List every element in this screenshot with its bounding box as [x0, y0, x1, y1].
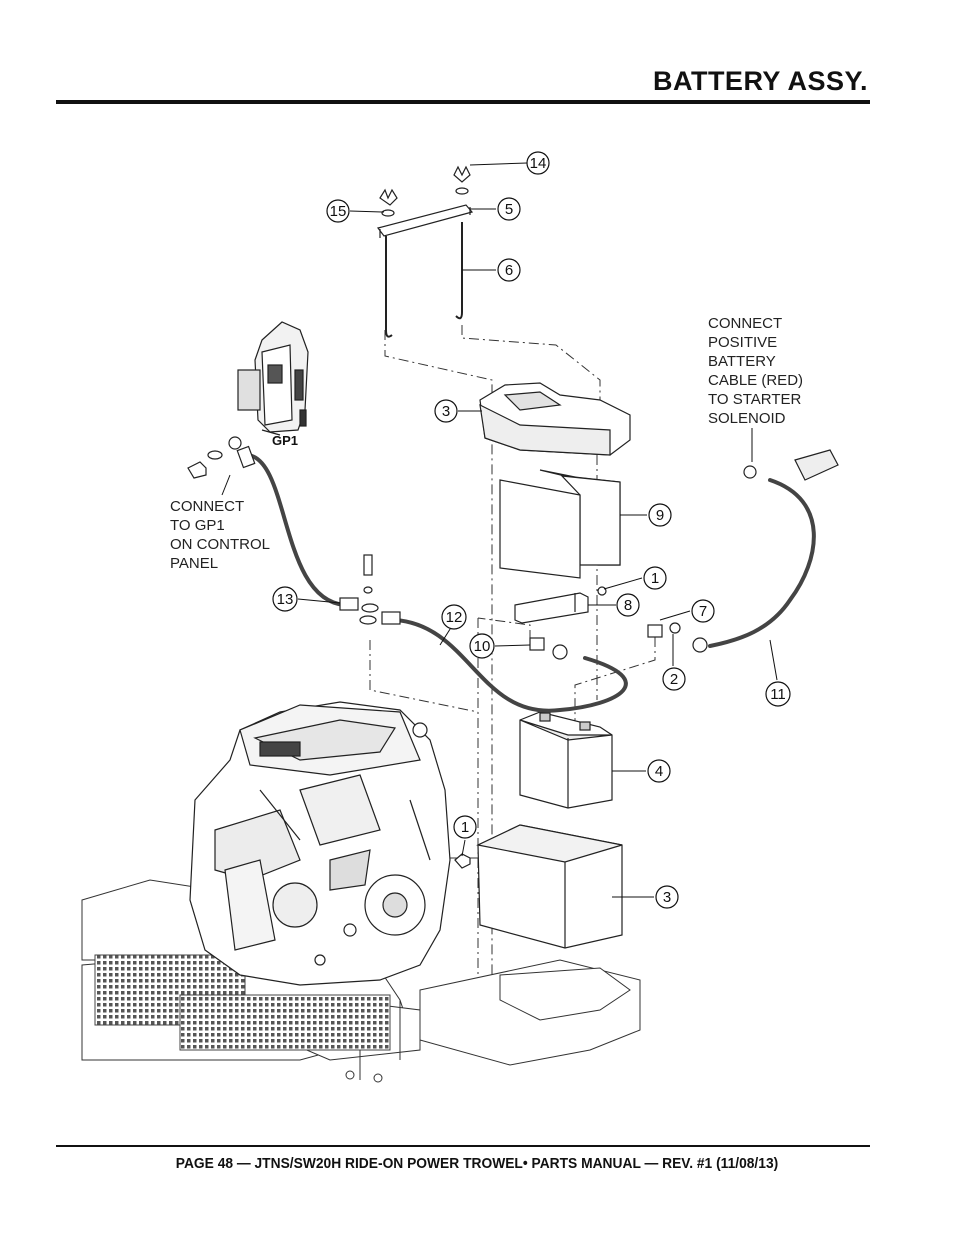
cable-terminals — [187, 436, 839, 660]
callout-1-bottom: 1 — [453, 815, 477, 839]
callout-3-box: 3 — [655, 885, 679, 909]
svg-text:2: 2 — [670, 671, 678, 688]
battery-box — [454, 824, 623, 949]
svg-text:10: 10 — [474, 638, 491, 655]
svg-text:1: 1 — [651, 570, 659, 587]
callout-7: 7 — [691, 599, 715, 623]
svg-text:13: 13 — [277, 591, 294, 608]
svg-text:6: 6 — [505, 262, 513, 279]
callout-1-top: 1 — [643, 566, 667, 590]
header-rule — [56, 100, 870, 104]
callout-2: 2 — [662, 667, 686, 691]
leader-lines — [221, 162, 778, 898]
callout-5: 5 — [497, 197, 521, 221]
footer-rule — [56, 1145, 870, 1147]
svg-text:9: 9 — [656, 507, 664, 524]
svg-text:3: 3 — [442, 403, 450, 420]
svg-text:4: 4 — [655, 763, 663, 780]
callout-10: 10 — [469, 633, 495, 659]
callout-3-cover: 3 — [434, 399, 458, 423]
svg-text:14: 14 — [530, 155, 547, 172]
callout-12: 12 — [441, 604, 467, 630]
callout-4: 4 — [647, 759, 671, 783]
callout-15: 15 — [326, 199, 350, 223]
callouts: 14 15 5 6 3 9 1 8 7 13 12 10 2 11 4 1 3 — [272, 151, 791, 909]
control-panel-module — [237, 321, 309, 436]
svg-text:11: 11 — [770, 686, 786, 703]
starter-solenoid-note: CONNECT POSITIVE BATTERY CABLE (RED) TO … — [708, 315, 804, 427]
svg-text:1: 1 — [461, 819, 469, 836]
svg-text:12: 12 — [446, 609, 463, 626]
callout-11: 11 — [765, 681, 791, 707]
page-footer: PAGE 48 — JTNS/SW20H RIDE-ON POWER TROWE… — [175, 1155, 779, 1172]
cables — [246, 453, 816, 713]
gp1-connect-note: CONNECT TO GP1 ON CONTROL PANEL — [170, 498, 271, 572]
callout-8: 8 — [616, 593, 640, 617]
engine — [189, 701, 451, 986]
svg-text:5: 5 — [505, 201, 513, 218]
page-title: BATTERY ASSY. — [652, 66, 868, 96]
callout-13: 13 — [272, 586, 298, 612]
svg-text:7: 7 — [699, 603, 707, 620]
gp1-label: GP1 — [272, 433, 298, 448]
svg-text:8: 8 — [624, 597, 632, 614]
callout-9: 9 — [648, 503, 672, 527]
callout-14: 14 — [526, 151, 550, 175]
callout-6: 6 — [497, 258, 521, 282]
spacer-blocks — [499, 469, 621, 579]
hold-down-assembly — [376, 165, 474, 338]
battery-cover — [479, 382, 631, 456]
battery — [519, 711, 613, 809]
svg-text:3: 3 — [663, 889, 671, 906]
svg-text:15: 15 — [330, 203, 347, 220]
